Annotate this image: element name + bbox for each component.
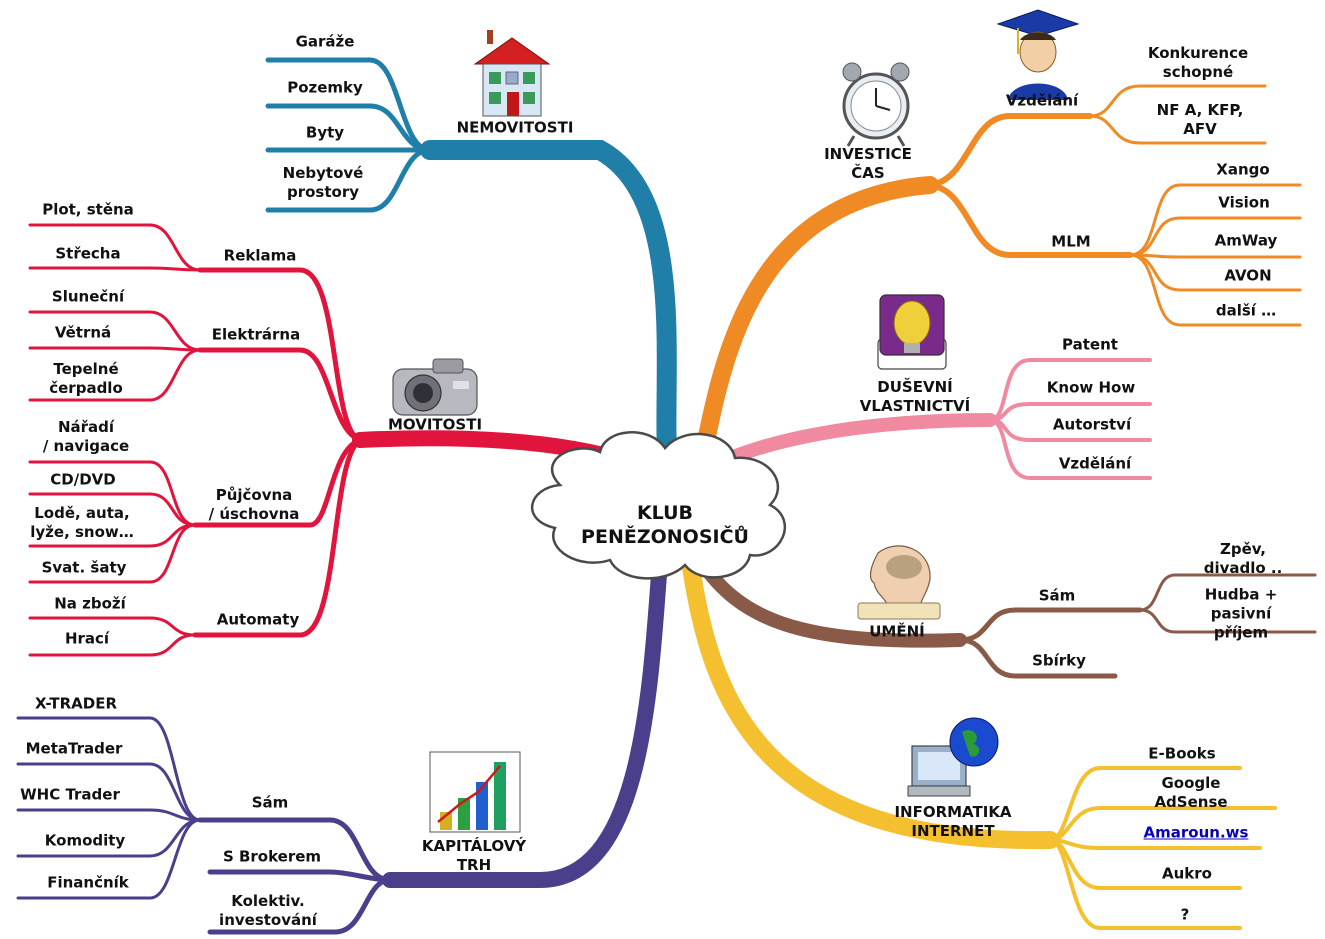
node-google-adsense: Google AdSense — [1154, 774, 1228, 811]
node-zpev-divadlo: Zpěv, divadlo .. — [1203, 540, 1283, 577]
node-vzdelani-dusevni: Vzdělání — [1058, 454, 1132, 473]
alarm-clock-icon — [842, 62, 910, 147]
camera-icon — [392, 358, 478, 416]
node-cd-dvd: CD/DVD — [50, 470, 116, 489]
node-pujcovna: Půjčovna / úschovna — [208, 486, 300, 523]
node-nfa-kfp-afv: NF A, KFP, AFV — [1156, 101, 1244, 138]
node-amway: AmWay — [1214, 231, 1278, 250]
node-garaze: Garáže — [295, 32, 355, 51]
node-xango: Xango — [1216, 160, 1270, 179]
branch-kapitalovy — [16, 552, 668, 935]
node-lode-auta: Lodě, auta, lyže, snow… — [30, 504, 134, 541]
node-vetrna: Větrná — [54, 323, 112, 342]
center-cloud-shape — [530, 431, 787, 580]
node-vzdelani-investice: Vzdělání — [1005, 91, 1079, 110]
computer-globe-icon — [907, 717, 999, 797]
category-umeni: UMĚNÍ — [869, 622, 925, 641]
node-patent: Patent — [1062, 335, 1118, 354]
category-kapitalovy-trh: KAPITÁLOVÝ TRH — [421, 837, 527, 874]
node-nebytove-prostory: Nebytové prostory — [282, 164, 364, 201]
node-plot-stena: Plot, stěna — [42, 200, 134, 219]
node-sbirky: Sbírky — [1032, 651, 1086, 670]
lightbulb-icon — [877, 294, 947, 370]
node-dalsi: další … — [1215, 301, 1277, 320]
house-icon — [473, 30, 551, 117]
category-nemovitosti: NEMOVITOSTI — [456, 118, 574, 137]
node-aukro: Aukro — [1162, 864, 1212, 883]
node-sam-umeni: Sám — [1038, 586, 1076, 605]
node-kolektiv-investovani: Kolektiv. investování — [219, 892, 317, 929]
node-slunecni: Sluneční — [51, 287, 125, 306]
node-svat-saty: Svat. šaty — [41, 558, 127, 577]
node-metatrader: MetaTrader — [25, 739, 123, 758]
graduate-icon — [996, 9, 1080, 100]
node-question: ? — [1180, 905, 1190, 924]
node-hudba-pasivni-prijem: Hudba + pasivní příjem — [1204, 585, 1278, 642]
node-automaty: Automaty — [216, 610, 300, 629]
branch-informatika — [681, 551, 1277, 930]
node-e-books: E-Books — [1148, 744, 1216, 763]
node-x-trader: X-TRADER — [34, 694, 118, 713]
node-financnik: Finančník — [47, 873, 129, 892]
bar-chart-icon — [429, 751, 521, 833]
node-autorstvi: Autorství — [1052, 415, 1132, 434]
category-movitosti: MOVITOSTI — [387, 415, 483, 434]
branch-nemovitosti — [265, 57, 678, 480]
category-dusevni-vlastnictvi: DUŠEVNÍ VLASTNICTVÍ — [859, 378, 971, 415]
node-avon: AVON — [1224, 266, 1272, 285]
branch-investice — [691, 84, 1302, 479]
node-naradi-navigace: Nářadí / navigace — [42, 418, 130, 455]
head-icon — [857, 545, 941, 620]
category-informatika-internet: INFORMATIKA INTERNET — [894, 803, 1012, 840]
node-hraci: Hrací — [64, 629, 110, 648]
node-whc-trader: WHC Trader — [20, 785, 120, 804]
category-investice-cas: INVESTICE ČAS — [824, 145, 912, 182]
node-reklama: Reklama — [223, 246, 297, 265]
node-byty: Byty — [305, 123, 345, 142]
node-elektrarna: Elektrárna — [211, 325, 301, 344]
amaroun-link[interactable]: Amaroun.ws — [1143, 823, 1249, 842]
node-na-zbozi: Na zboží — [54, 594, 126, 613]
center-title: KLUB PENĚZONOSIČŮ — [581, 502, 749, 548]
node-konkurence-schopne: Konkurence schopné — [1147, 44, 1249, 81]
node-komodity: Komodity — [44, 831, 126, 850]
node-vision: Vision — [1218, 193, 1270, 212]
branch-umeni — [693, 553, 1317, 679]
node-mlm: MLM — [1051, 232, 1091, 251]
node-know-how: Know How — [1046, 378, 1136, 397]
node-s-brokerem: S Brokerem — [222, 847, 322, 866]
node-strecha: Střecha — [55, 244, 121, 263]
node-pozemky: Pozemky — [287, 78, 363, 97]
node-sam-trading: Sám — [251, 793, 289, 812]
node-tepelne-cerpadlo: Tepelné čerpadlo — [49, 360, 123, 397]
